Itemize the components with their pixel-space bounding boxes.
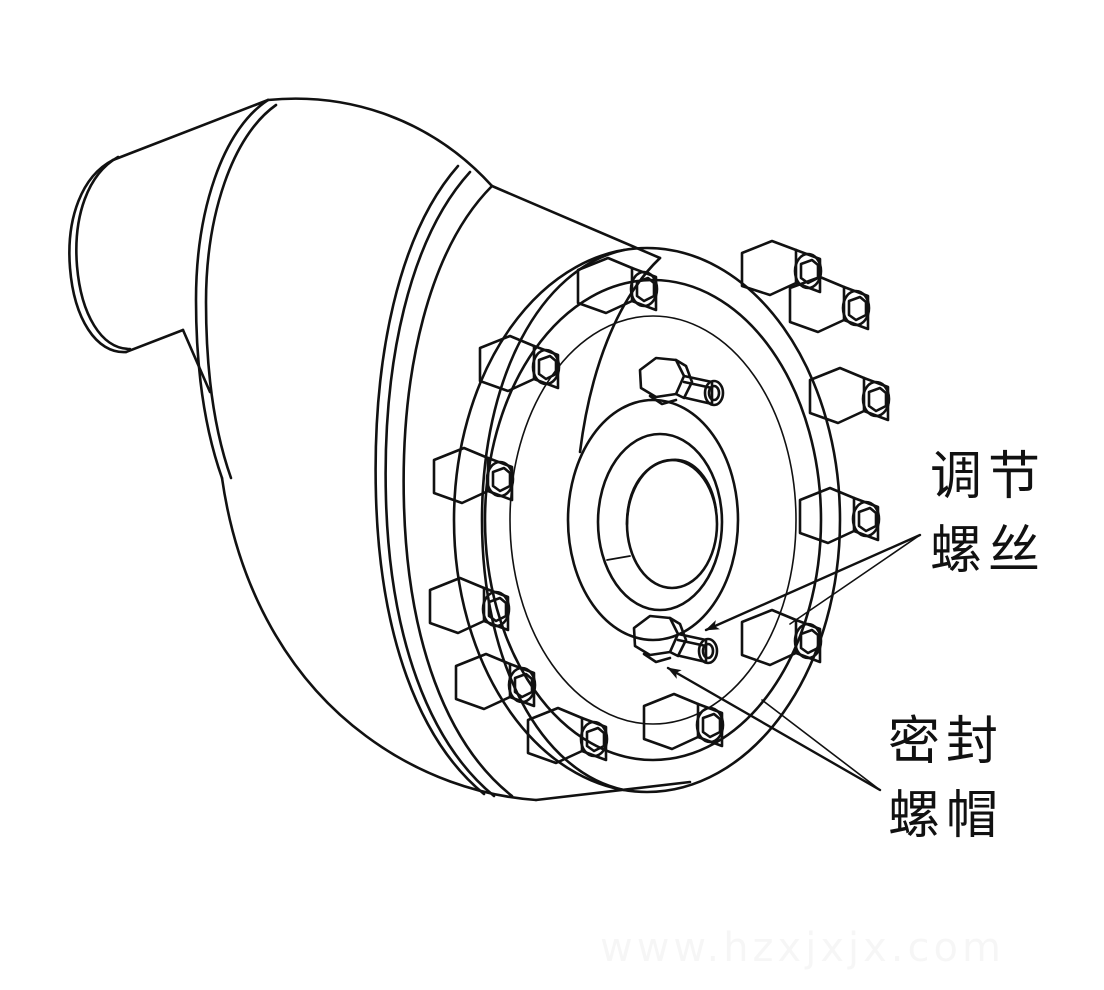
hub-boss-outer <box>566 398 740 642</box>
inlet-shaft <box>68 98 270 394</box>
flange-bolt <box>808 366 891 425</box>
flange-bolt <box>576 256 659 315</box>
flange-bolt <box>798 486 881 545</box>
cylinder-body <box>194 97 692 802</box>
label-adjusting-screw-line2: 螺丝 <box>930 521 1047 581</box>
body-groove-1 <box>384 170 496 798</box>
adjusting-screw-upper <box>638 356 725 407</box>
label-adjusting-screw: 调节 螺丝 <box>930 440 1046 588</box>
watermark-text: www.hzxjxjx.com <box>600 925 1005 971</box>
flange-bolt <box>478 334 561 393</box>
center-hub <box>566 398 740 642</box>
label-sealing-nut: 密封 螺帽 <box>888 705 1004 853</box>
leader-seal-nut <box>666 666 882 792</box>
flange-bolt <box>788 275 871 334</box>
flange-bolt <box>740 608 823 667</box>
hub-bore-depth <box>625 458 718 526</box>
flange-rim-line <box>483 278 823 762</box>
flange-bolt <box>454 652 537 711</box>
flange-disc <box>452 246 842 794</box>
label-adjusting-screw-line1: 调节 <box>930 447 1047 507</box>
label-sealing-nut-line1: 密封 <box>888 712 1005 772</box>
flange-bolt-group <box>428 239 891 765</box>
flange-bolt <box>432 446 515 505</box>
flange-outer-edge <box>452 246 842 794</box>
adjusting-screw-lower <box>632 614 719 665</box>
flange-bolt <box>428 576 511 635</box>
hub-boss-inner <box>596 432 724 612</box>
label-sealing-nut-line2: 螺帽 <box>888 786 1005 846</box>
body-groove-2 <box>374 164 486 796</box>
bolt-circle-guide <box>509 315 797 725</box>
adjusting-screw-group <box>632 356 725 665</box>
leader-lines <box>666 533 922 792</box>
flange-bolt <box>740 239 823 297</box>
leader-adjust-screw <box>704 533 922 632</box>
flange-bolt <box>526 706 609 765</box>
flange-bolt <box>642 692 725 751</box>
